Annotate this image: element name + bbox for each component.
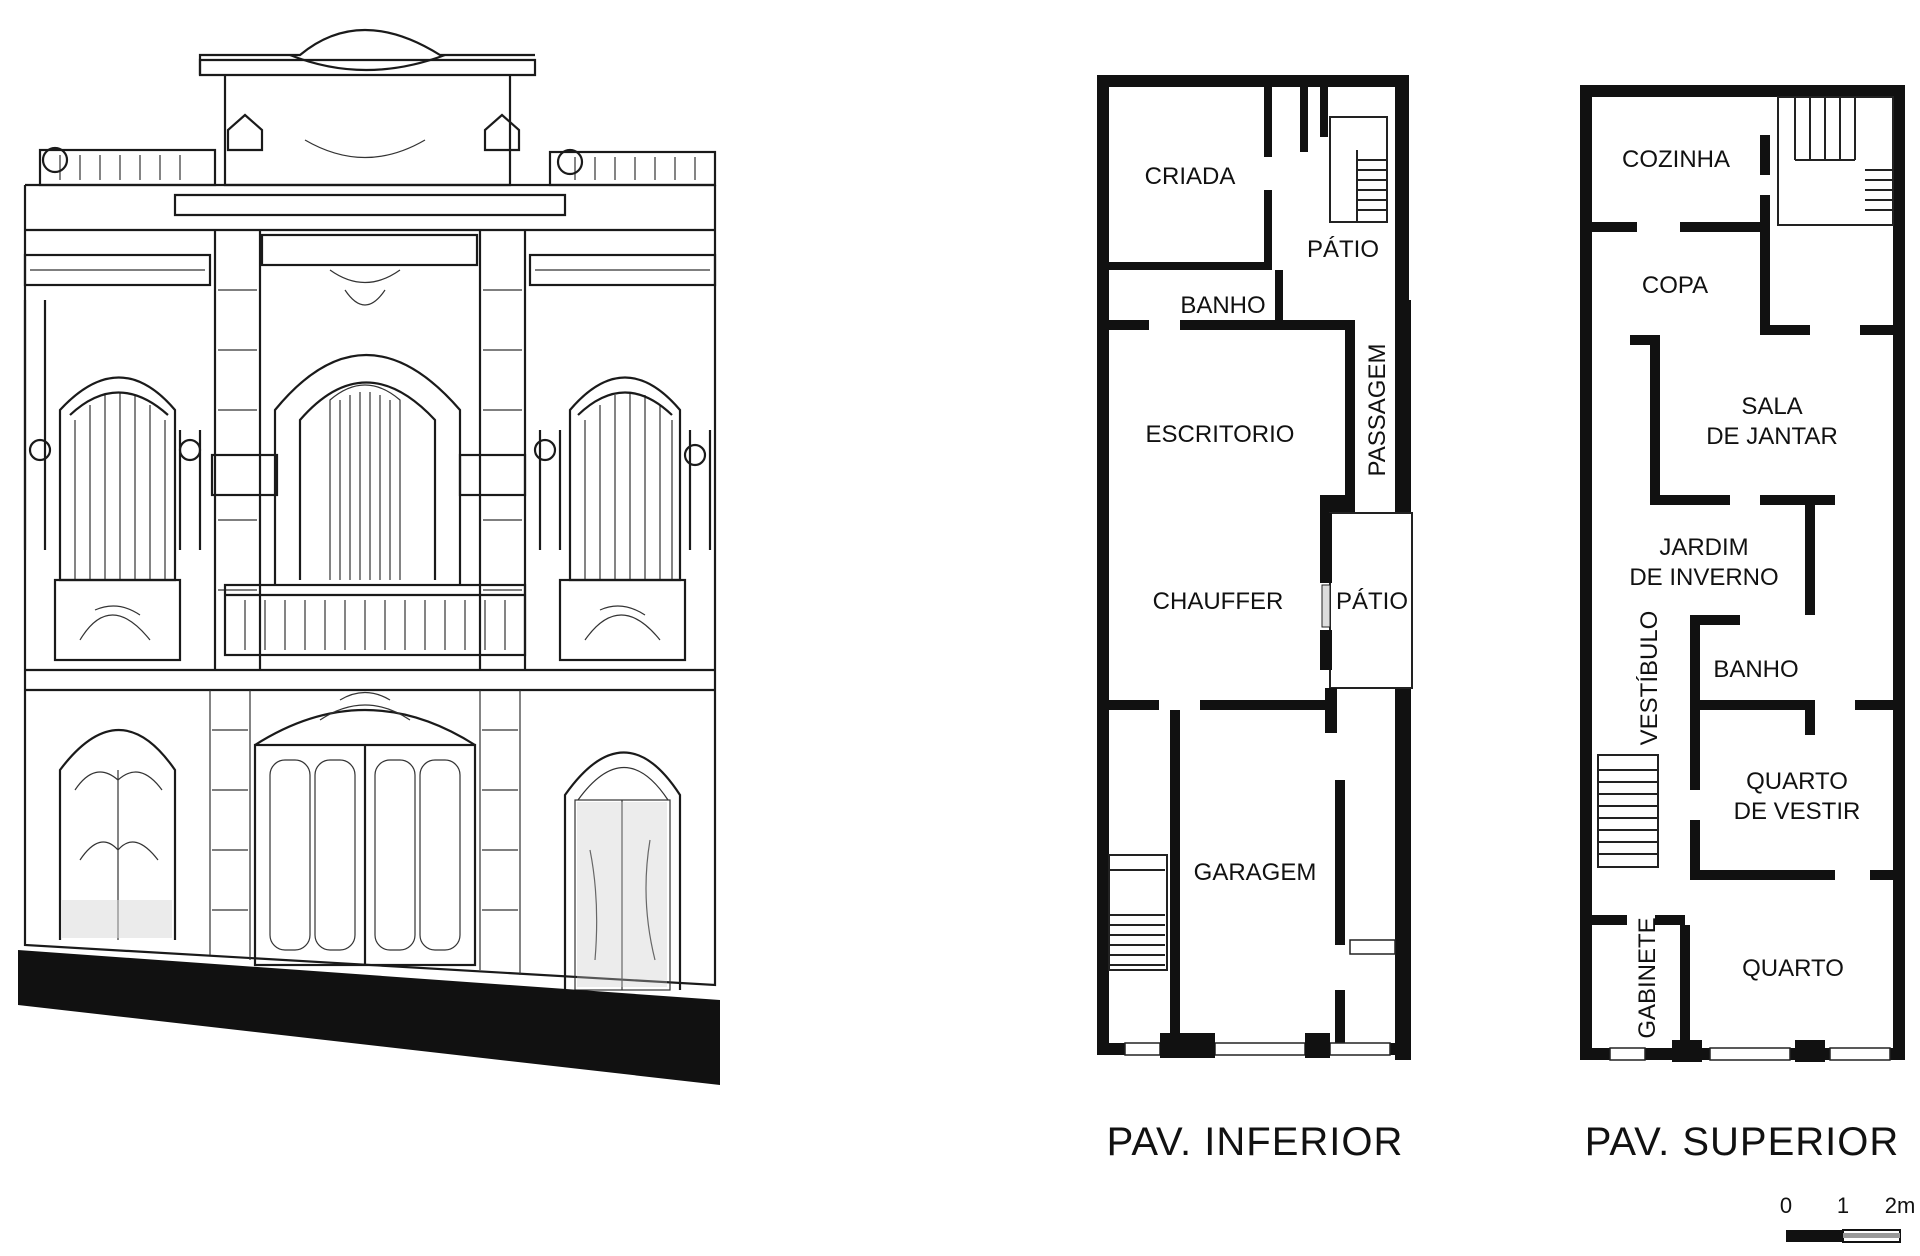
scale-label-1: 1 <box>1837 1193 1849 1218</box>
label-banho-upper: BANHO <box>1713 656 1798 683</box>
label-jardim-1: JARDIM <box>1659 534 1748 561</box>
facade-elevation <box>18 29 720 1085</box>
label-passagem: PASSAGEM <box>1364 344 1391 477</box>
caption-upper-floor: PAV. SUPERIOR <box>1585 1120 1900 1164</box>
label-quarto-vestir-1: QUARTO <box>1746 768 1848 795</box>
label-garagem: GARAGEM <box>1194 859 1317 886</box>
room-labels: CRIADA PÁTIO BANHO PASSAGEM ESCRITORIO C… <box>1145 146 1861 1039</box>
caption-lower-floor: PAV. INFERIOR <box>1107 1120 1404 1164</box>
floor-plan-upper <box>1580 85 1905 1062</box>
label-sala-1: SALA <box>1741 393 1802 420</box>
scale-label-0: 0 <box>1780 1193 1792 1218</box>
label-quarto-vestir-2: DE VESTIR <box>1734 798 1861 825</box>
label-gabinete: GABINETE <box>1634 917 1661 1038</box>
label-cozinha: COZINHA <box>1622 146 1730 173</box>
label-copa: COPA <box>1642 272 1708 299</box>
label-jardim-2: DE INVERNO <box>1629 564 1778 591</box>
label-patio-top: PÁTIO <box>1307 236 1379 263</box>
label-escritorio: ESCRITORIO <box>1146 421 1295 448</box>
label-banho-lower: BANHO <box>1180 292 1265 319</box>
label-patio-mid: PÁTIO <box>1336 588 1408 615</box>
label-quarto: QUARTO <box>1742 955 1844 982</box>
floor-plan-lower <box>1097 75 1413 1060</box>
label-sala-2: DE JANTAR <box>1706 423 1838 450</box>
label-chauffer: CHAUFFER <box>1153 588 1284 615</box>
scale-bar: 0 1 2m <box>1780 1193 1916 1243</box>
label-criada: CRIADA <box>1145 163 1236 190</box>
label-vestibulo: VESTÍBULO <box>1636 611 1663 746</box>
scale-label-2m: 2m <box>1885 1193 1916 1218</box>
